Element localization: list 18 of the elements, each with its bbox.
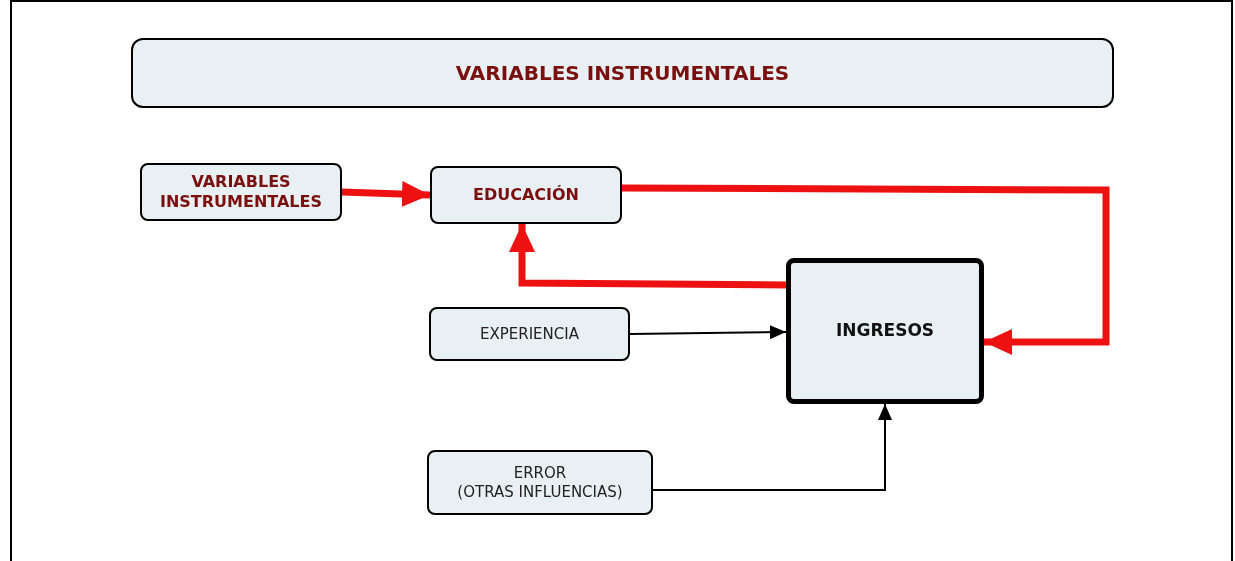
box-label: VARIABLES INSTRUMENTALES bbox=[455, 60, 790, 87]
arrow bbox=[622, 184, 1110, 355]
arrow bbox=[341, 181, 431, 208]
title-box bbox=[131, 38, 1114, 108]
concept-box bbox=[429, 307, 630, 361]
concept-box bbox=[427, 450, 653, 515]
box-label: EXPERIENCIA bbox=[480, 323, 579, 345]
concept-box bbox=[140, 163, 342, 221]
box-label: (OTRAS INFLUENCIAS) bbox=[457, 482, 623, 502]
box-label: EDUCACIÓN bbox=[473, 184, 579, 206]
arrow bbox=[652, 403, 892, 491]
arrow bbox=[629, 325, 787, 340]
box-label: ERROR bbox=[513, 463, 567, 483]
box-label: VARIABLES INSTRUMENTALES bbox=[158, 172, 323, 212]
box-label: INGRESOS bbox=[835, 319, 935, 343]
concept-box bbox=[786, 258, 984, 404]
concept-box bbox=[430, 166, 622, 224]
arrow bbox=[509, 224, 787, 289]
